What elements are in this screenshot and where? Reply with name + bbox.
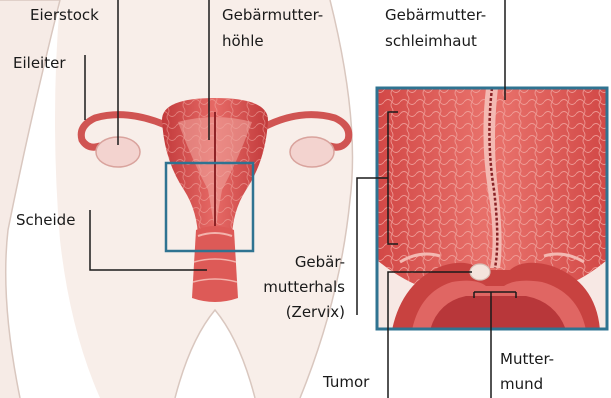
label-tumor: Tumor	[323, 373, 369, 392]
zoom-panel	[377, 88, 607, 330]
label-ovary: Eierstock	[30, 6, 99, 25]
label-cervix-line2: mutterhals	[263, 278, 345, 297]
label-cervix-line1: Gebär-	[295, 253, 345, 272]
label-os-line1: Mutter-	[500, 350, 554, 369]
label-vagina: Scheide	[16, 211, 75, 230]
label-tube: Eileiter	[13, 54, 66, 73]
label-mucosa-line2: schleimhaut	[385, 32, 477, 51]
label-cavity-line1: Gebärmutter-	[222, 6, 323, 25]
label-os-line2: mund	[500, 375, 543, 394]
label-mucosa-line1: Gebärmutter-	[385, 6, 486, 25]
label-cavity-line2: höhle	[222, 32, 264, 51]
label-cervix-line3: (Zervix)	[286, 303, 345, 322]
tumor-mass	[470, 264, 490, 280]
